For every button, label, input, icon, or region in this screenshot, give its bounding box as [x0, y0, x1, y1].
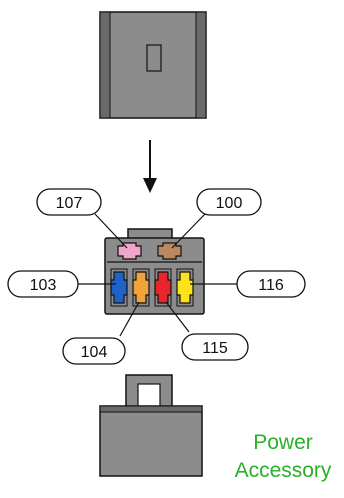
callout-107-oval	[36, 188, 102, 216]
leader-115	[165, 301, 190, 333]
plug-right-rib	[195, 11, 207, 119]
top-connector-plug	[99, 11, 207, 119]
terminal-107-pink	[117, 242, 142, 260]
leader-107	[94, 213, 128, 249]
callout-115-oval	[181, 333, 249, 361]
caption-line-1: Power	[253, 431, 313, 454]
callout-100-label: 100	[216, 195, 243, 212]
caption-line-2: Accessory	[235, 459, 332, 482]
callout-115: 115	[181, 333, 249, 361]
accessory-latch-window	[137, 383, 161, 409]
callout-103: 103	[7, 270, 79, 298]
power-accessory-connector	[99, 374, 203, 477]
terminal-116-yellow	[176, 271, 194, 304]
callout-107-label: 107	[56, 195, 83, 212]
callout-116-label: 116	[258, 277, 284, 294]
callout-100-oval	[196, 188, 262, 216]
leader-lines	[78, 213, 238, 337]
accessory-body	[99, 405, 203, 477]
arrow-head	[143, 178, 157, 193]
callout-103-oval	[7, 270, 79, 298]
leader-100	[171, 213, 206, 249]
terminal-103-blue	[110, 271, 128, 304]
terminal-115-red	[154, 271, 172, 304]
plug-left-rib	[99, 11, 111, 119]
plug-body	[99, 11, 207, 119]
callout-104: 104	[62, 337, 126, 365]
connector-face	[104, 228, 205, 315]
plug-latch-window	[146, 44, 162, 72]
terminal-100-tan	[157, 242, 182, 260]
direction-arrow	[143, 140, 157, 193]
callout-104-label: 104	[81, 344, 108, 361]
callout-104-oval	[62, 337, 126, 365]
callout-116: 116	[236, 270, 306, 298]
leader-104	[119, 301, 140, 337]
accessory-body-rim	[99, 405, 203, 413]
callout-103-label: 103	[30, 277, 57, 294]
terminal-104-orange	[132, 271, 150, 304]
callout-107: 107	[36, 188, 102, 216]
callout-115-label: 115	[202, 340, 228, 357]
callout-116-oval	[236, 270, 306, 298]
callout-100: 100	[196, 188, 262, 216]
